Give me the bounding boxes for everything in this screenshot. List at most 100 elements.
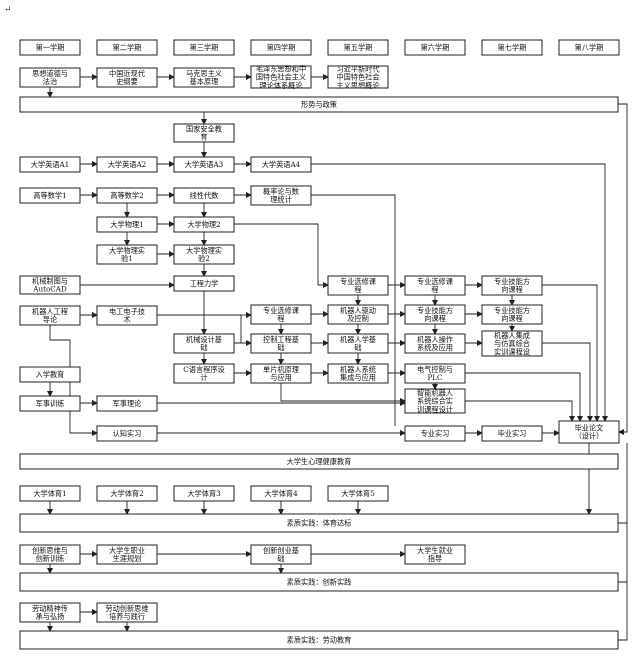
- course-diangong-label: 电工电子技: [109, 307, 145, 316]
- course-laodong2-label: 培养与践行: [109, 612, 145, 621]
- course-zxuan2-frame: [327, 275, 389, 296]
- course-biyeshixi-frame: [481, 425, 543, 442]
- course-guojia-frame: [173, 123, 235, 143]
- course-junshi: 军事理论: [96, 395, 158, 412]
- course-zhuanyeshixi: 专业实习: [404, 425, 466, 442]
- course-makesi-label: 马克思主义: [186, 69, 222, 78]
- course-xijinping-label: 中国特色社会: [336, 73, 379, 82]
- connector: [311, 163, 608, 422]
- term-header-8: 第八学期: [558, 39, 620, 56]
- course-gongcheng: 工程力学: [173, 275, 235, 292]
- course-tiyu5-frame: [327, 485, 389, 502]
- course-kongzhi-label: 础: [277, 343, 284, 352]
- term-header-4-label: 第四学期: [267, 43, 296, 52]
- course-yingyu1-frame: [19, 156, 81, 173]
- course-xijinping-label: 主义思想概论: [336, 81, 380, 90]
- band-xingshi-frame: [19, 96, 619, 113]
- course-laodong2-label: 劳动创新思维: [105, 604, 148, 613]
- course-wulishiyan1-label: 验1: [121, 254, 133, 263]
- band-xinli: 大学生心理健康教育: [19, 453, 619, 470]
- course-zhitu-label: 机械制图与: [32, 277, 68, 286]
- course-jicheng-label: 机器人集成: [494, 331, 530, 340]
- term-header-3-frame: [173, 39, 235, 56]
- course-jnfx1-label: 向课程: [424, 314, 446, 323]
- band-xingshi-label: 形势与政策: [301, 100, 337, 109]
- course-zhineng-frame: [404, 388, 466, 414]
- course-cyuyan-frame: [173, 363, 235, 384]
- term-header-6: 第六学期: [404, 39, 466, 56]
- course-yingyu2-label: 大学英语A2: [108, 160, 147, 169]
- course-gongcheng-label: 工程力学: [190, 279, 219, 288]
- course-gailv-label: 概率论与数: [263, 187, 299, 196]
- course-xitong-label: 机器人系统: [340, 365, 376, 374]
- course-gaoshu1-frame: [19, 187, 81, 204]
- course-daolun-label: 机器人工程: [32, 307, 68, 316]
- course-wulishiyan1-label: 大学物理实: [109, 246, 145, 255]
- course-gailv-label: 理统计: [270, 195, 292, 204]
- course-xianxing-label: 线性代数: [190, 191, 219, 200]
- course-zhineng-label: 智能机器人: [417, 388, 453, 397]
- course-cyuyan-label: C语言程序设: [183, 365, 224, 374]
- term-header-2-label: 第二学期: [113, 43, 142, 52]
- course-jnfx2-label: 专业技能方: [494, 277, 530, 286]
- course-jqrxue-label: 机器人学基: [340, 335, 376, 344]
- course-tiyu5-label: 大学体育5: [341, 489, 375, 498]
- course-jnfx3-label: 专业技能方: [494, 306, 530, 315]
- band-ldjiaoyu: 素质实践：劳动教育: [19, 630, 619, 650]
- course-sixiang-frame: [19, 67, 81, 88]
- term-header-6-label: 第六学期: [421, 43, 450, 52]
- course-wuli2-label: 大学物理2: [187, 220, 220, 229]
- course-jnfx1-frame: [404, 304, 466, 325]
- course-yingyu3-label: 大学英语A3: [185, 160, 224, 169]
- course-tiyu3-label: 大学体育3: [187, 489, 221, 498]
- course-zhuanyeshixi-label: 专业实习: [421, 429, 450, 438]
- course-zhiye-frame: [96, 544, 158, 565]
- course-jiuye-label: 指导: [428, 554, 442, 563]
- course-jicheng-label: 实训课程设: [494, 347, 530, 356]
- term-header-2: 第二学期: [96, 39, 158, 56]
- term-header-5: 第五学期: [327, 39, 389, 56]
- term-header-7: 第七学期: [481, 39, 543, 56]
- course-sixiang-label: 思想道德与: [32, 69, 68, 78]
- course-daolun-label: 导论: [43, 315, 58, 324]
- course-laodong1-label: 劳动精神传: [32, 604, 68, 613]
- course-diangong-label: 术: [123, 315, 130, 324]
- course-qudong-label: 及控制: [347, 314, 369, 323]
- paragraph-mark: ↵: [4, 5, 12, 15]
- course-danpianji-label: 单片机原理: [263, 365, 299, 374]
- course-danpianji-label: 与应用: [270, 373, 292, 382]
- course-tiyu1: 大学体育1: [19, 485, 81, 502]
- course-jnfx2-label: 向课程: [501, 285, 523, 294]
- term-header-4: 第四学期: [250, 39, 312, 56]
- term-header-5-label: 第五学期: [344, 43, 373, 52]
- course-junxun-frame: [19, 395, 81, 412]
- course-jicheng-frame: [481, 330, 543, 357]
- course-maogai-label: 毛泽东思想和中: [256, 64, 306, 73]
- connector: [618, 443, 628, 524]
- course-wulishiyan2-label: 验2: [198, 254, 210, 263]
- course-tiyu4-frame: [250, 485, 312, 502]
- term-header-2-frame: [96, 39, 158, 56]
- course-laodong1-label: 承与弘扬: [36, 612, 65, 621]
- course-lunwen: 毕业论文（设计）: [558, 420, 620, 444]
- term-header-4-frame: [250, 39, 312, 56]
- course-tiyu2-frame: [96, 485, 158, 502]
- course-zhiye-label: 大学生职业: [109, 546, 145, 555]
